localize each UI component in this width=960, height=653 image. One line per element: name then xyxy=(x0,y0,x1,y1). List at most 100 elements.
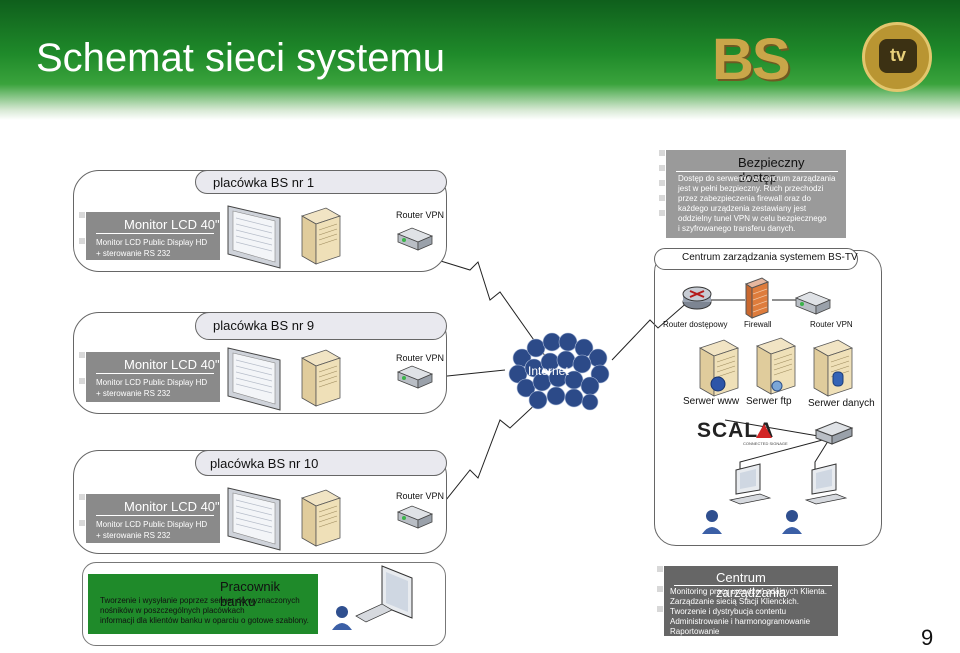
security-line-5: oddzielny tunel VPN w celu bezpiecznego xyxy=(678,214,827,223)
vpn-link-1 xyxy=(404,249,549,361)
employee-user-icon xyxy=(332,606,352,630)
user-icon-2 xyxy=(782,510,802,534)
divider xyxy=(674,585,832,586)
scala-accent-icon xyxy=(756,424,772,438)
lcd-monitor-icon-10 xyxy=(227,487,281,551)
employee-note: Pracownik banku Tworzenie i wysyłanie po… xyxy=(88,574,318,634)
monitor-info-1: Monitor LCD 40" Monitor LCD Public Displ… xyxy=(86,212,220,260)
vpn-link-10 xyxy=(429,399,541,521)
monitor-desc-10b: + sterowanie RS 232 xyxy=(96,531,171,540)
security-note: Bezpieczny dostęp Dostęp do serwerów w c… xyxy=(666,150,846,238)
management-title: Centrum zarządzania xyxy=(716,570,787,600)
firewall-label: Firewall xyxy=(744,320,772,329)
data-server-label: Serwer danych xyxy=(808,398,875,409)
security-title: Bezpieczny dostęp xyxy=(738,155,805,185)
server-icon-1 xyxy=(301,207,341,265)
security-line-6: i szyfrowanego transferu danych. xyxy=(678,224,796,233)
logo-tv-text: tv xyxy=(879,39,917,73)
divider xyxy=(676,171,838,172)
ftp-server-label: Serwer ftp xyxy=(746,396,792,407)
monitor-title-9: Monitor LCD 40" xyxy=(124,357,220,372)
workstation-icon-2 xyxy=(804,463,848,505)
monitor-info-9: Monitor LCD 40" Monitor LCD Public Displ… xyxy=(86,352,220,402)
router-icon-10 xyxy=(397,505,433,529)
divider xyxy=(96,373,214,374)
lcd-monitor-icon-9 xyxy=(227,347,281,411)
branch-9-router-label: Router VPN xyxy=(396,353,445,363)
security-line-2: jest w pełni bezpieczny. Ruch przechodzi xyxy=(678,184,824,193)
www-server-label: Serwer www xyxy=(683,396,740,407)
branch-9-label: placówka BS nr 9 xyxy=(213,318,315,333)
bullet-square xyxy=(79,212,85,218)
employee-line-3: informacji dla klientów banku w oparciu … xyxy=(100,616,309,625)
branch-10-label: placówka BS nr 10 xyxy=(210,456,319,471)
management-note: Centrum zarządzania Monitoring pracy urz… xyxy=(664,566,838,636)
page-title: Schemat sieci systemu xyxy=(36,36,446,80)
server-icon-9 xyxy=(301,349,341,407)
switch-icon xyxy=(814,421,854,445)
bullet-square xyxy=(79,520,85,526)
security-line-1: Dostęp do serwerów w centrum zarządzania xyxy=(678,174,836,183)
bullet-square xyxy=(657,606,663,612)
scala-logo-subtext: CONNECTED SIGNAGE xyxy=(743,441,788,446)
bullet-square xyxy=(79,378,85,384)
employee-title: Pracownik banku xyxy=(220,579,280,609)
branch-9-tab xyxy=(195,312,447,340)
bullet-square xyxy=(659,165,665,171)
bullet-square xyxy=(659,195,665,201)
internet-cloud-icon xyxy=(508,332,610,411)
firewall-icon xyxy=(744,277,770,319)
management-center-tab xyxy=(654,248,858,270)
bullet-square xyxy=(657,586,663,592)
bullet-square xyxy=(659,210,665,216)
monitor-title-1: Monitor LCD 40" xyxy=(124,217,220,232)
branch-1-router-label: Router VPN xyxy=(396,210,445,220)
bs-tv-logo: BS tv xyxy=(712,22,932,92)
branch-10-tab xyxy=(195,450,447,476)
management-line-4: Administrowanie i harmonogramowanie xyxy=(670,617,811,626)
router-icon-9 xyxy=(397,365,433,389)
router-icon-1 xyxy=(397,227,433,251)
branch-1-tab xyxy=(195,170,447,194)
lcd-monitor-icon-1 xyxy=(227,205,281,269)
page-number: 9 xyxy=(921,625,934,650)
bullet-square xyxy=(79,494,85,500)
header-bar xyxy=(0,0,960,120)
bullet-square xyxy=(79,352,85,358)
employee-line-2: nośników w poszczególnych placówkach xyxy=(100,606,245,615)
branch-10-router-label: Router VPN xyxy=(396,491,445,501)
scala-logo-text: SCALA xyxy=(697,419,775,442)
bullet-square xyxy=(659,180,665,186)
access-router-icon xyxy=(682,286,712,310)
internet-label: Internet xyxy=(528,364,569,378)
divider xyxy=(96,233,214,234)
management-center-title: Centrum zarządzania systemem BS-TV xyxy=(682,252,858,263)
management-line-3: Tworzenie i dystrybucja contentu xyxy=(670,607,787,616)
employee-workstation-icon xyxy=(355,565,413,623)
employee-frame xyxy=(82,562,446,646)
globe-icon xyxy=(710,376,726,392)
monitor-info-10: Monitor LCD 40" Monitor LCD Public Displ… xyxy=(86,494,220,543)
center-router-vpn-label: Router VPN xyxy=(810,320,853,329)
bullet-square xyxy=(657,566,663,572)
bullet-square xyxy=(659,150,665,156)
user-icon-1 xyxy=(702,510,722,534)
management-line-5: Raportowanie xyxy=(670,627,720,636)
monitor-desc-1a: Monitor LCD Public Display HD xyxy=(96,238,208,247)
employee-line-1: Tworzenie i wysyłanie poprzez serwer do … xyxy=(100,596,300,605)
ftp-badge-icon xyxy=(771,380,783,392)
monitor-desc-1b: + sterowanie RS 232 xyxy=(96,249,171,258)
workstation-icon-1 xyxy=(728,463,772,505)
logo-bs-text: BS xyxy=(712,27,791,92)
management-line-1: Monitoring pracy urządzeń zdalnych Klien… xyxy=(670,587,827,596)
security-line-4: każdego urządzenia zestawiany jest xyxy=(678,204,807,213)
divider xyxy=(96,515,214,516)
management-line-2: Zarządzanie siecią Stacji Klienckich. xyxy=(670,597,799,606)
bullet-square xyxy=(79,238,85,244)
monitor-desc-9b: + sterowanie RS 232 xyxy=(96,389,171,398)
access-router-label: Router dostępowy xyxy=(663,320,728,329)
monitor-desc-10a: Monitor LCD Public Display HD xyxy=(96,520,208,529)
logo-tv-badge: tv xyxy=(862,22,932,92)
branch-1-label: placówka BS nr 1 xyxy=(213,175,315,190)
